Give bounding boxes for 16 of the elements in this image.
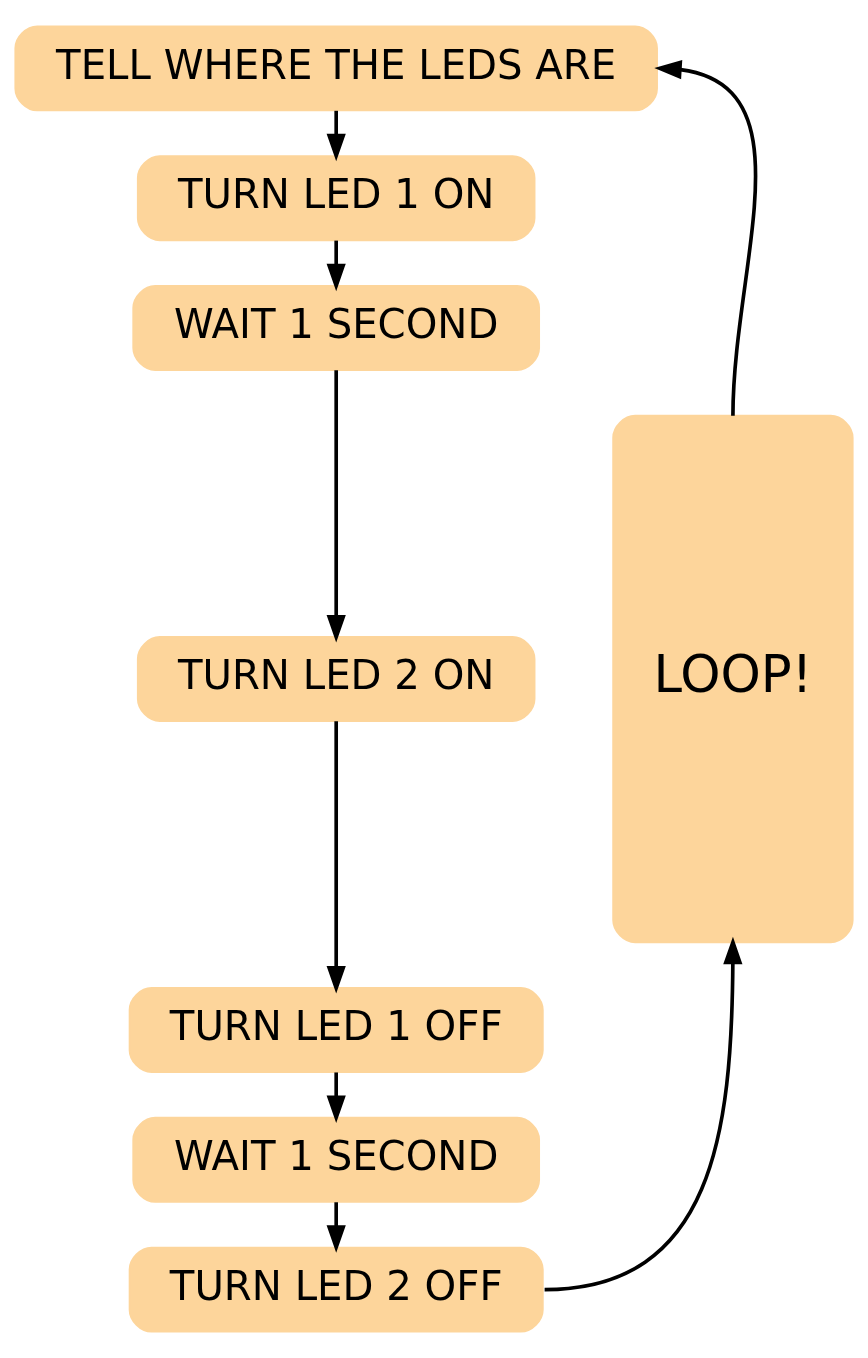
node-box: TURN LED 2 OFF xyxy=(128,1246,544,1333)
node-box: TURN LED 2 ON xyxy=(136,636,536,722)
arrow xyxy=(544,936,743,1292)
node-box: TELL WHERE THE LEDS ARE xyxy=(14,25,658,112)
node-box: TURN LED 1 OFF xyxy=(128,987,544,1073)
arrow xyxy=(326,1202,346,1253)
node-box: TURN LED 1 ON xyxy=(136,155,536,242)
arrow xyxy=(326,110,346,162)
node-box: LOOP! xyxy=(612,414,854,944)
arrow xyxy=(326,370,346,643)
arrow xyxy=(326,240,346,292)
arrow xyxy=(326,1072,346,1123)
arrow xyxy=(326,721,346,994)
node-box: WAIT 1 SECOND xyxy=(132,1116,541,1203)
arrow xyxy=(654,60,758,416)
node-box: WAIT 1 SECOND xyxy=(132,285,541,371)
